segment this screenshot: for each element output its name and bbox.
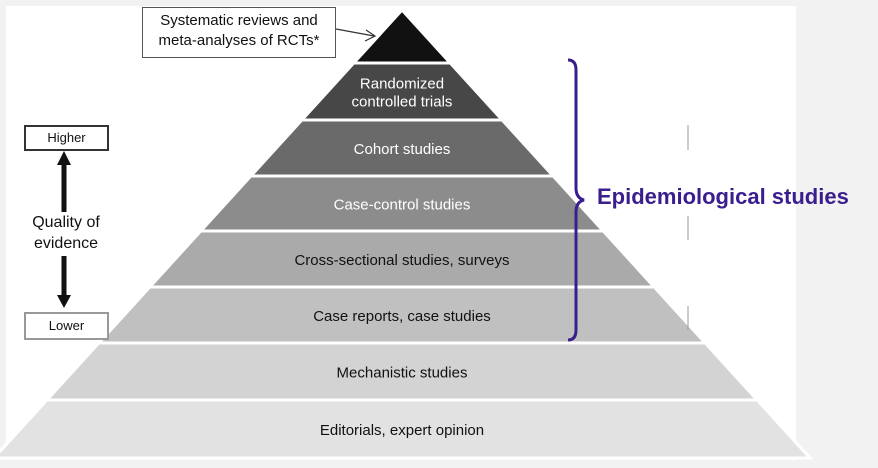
callout-line-1: Systematic reviews and bbox=[160, 12, 318, 29]
pyramid-tier-label-2: Cohort studies bbox=[354, 141, 451, 158]
quality-of-evidence-label: Quality of evidence bbox=[12, 212, 120, 254]
pyramid-tier-label-4: Cross-sectional studies, surveys bbox=[294, 252, 509, 269]
higher-label: Higher bbox=[24, 125, 109, 151]
pyramid-tier-7 bbox=[0, 398, 814, 460]
callout-pointer bbox=[335, 28, 377, 42]
pyramid-tier-label-5: Case reports, case studies bbox=[313, 308, 491, 325]
quality-label-line-1: Quality of bbox=[32, 214, 100, 231]
pyramid-tier-label-6: Mechanistic studies bbox=[337, 364, 468, 381]
epidemiological-bracket bbox=[567, 58, 585, 342]
lower-label: Lower bbox=[24, 312, 109, 340]
quality-label-line-2: evidence bbox=[33, 235, 99, 252]
epidemiological-studies-label: Epidemiological studies bbox=[597, 184, 849, 209]
quality-arrow bbox=[57, 151, 71, 308]
callout-pointer-head bbox=[364, 29, 377, 42]
pyramid-tier-label-3: Case-control studies bbox=[334, 196, 471, 213]
pyramid-tier-label-1: controlled trials bbox=[352, 93, 453, 110]
arrow-down-head bbox=[57, 295, 71, 308]
arrow-up-head bbox=[57, 151, 71, 165]
callout-line-2: meta-analyses of RCTs* bbox=[158, 32, 320, 49]
pyramid-tier-label-1: Randomized bbox=[360, 75, 444, 92]
systematic-reviews-callout: Systematic reviews and meta-analyses of … bbox=[142, 7, 336, 58]
pyramid-tier-label-7: Editorials, expert opinion bbox=[320, 422, 484, 439]
callout-pointer-line bbox=[335, 28, 375, 37]
